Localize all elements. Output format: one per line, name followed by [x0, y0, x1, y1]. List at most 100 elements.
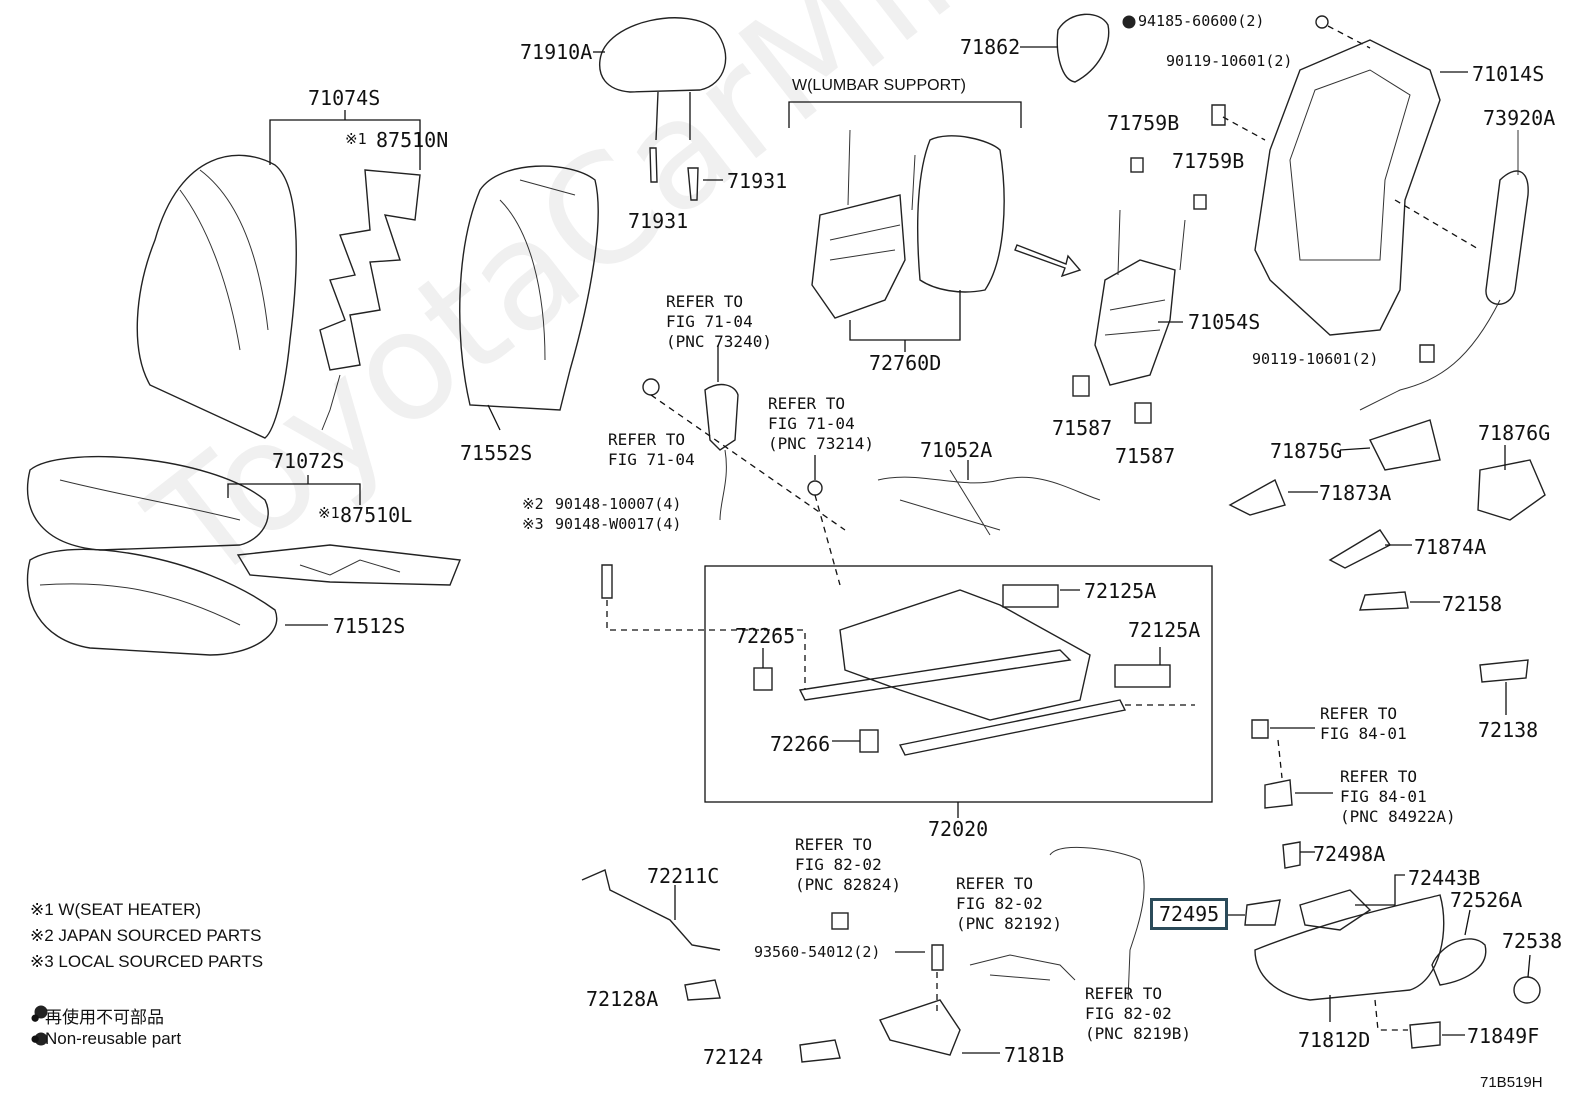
cover-72124-part — [799, 1039, 841, 1063]
label-90148-10007: 90148-10007(4) — [555, 495, 682, 513]
recliner-cover-part — [1228, 419, 1546, 715]
cover-72128a-part — [684, 979, 721, 1001]
diagram-code: 71B519H — [1480, 1074, 1543, 1091]
cover-71849f-part — [1409, 1021, 1441, 1049]
label-72266: 72266 — [770, 732, 831, 756]
label-72138: 72138 — [1478, 718, 1539, 742]
label-90119-upper: 90119-10601(2) — [1166, 52, 1293, 70]
label-72265: 72265 — [735, 624, 796, 648]
clip-71587-part — [1134, 402, 1152, 424]
label-87510N: 87510N — [376, 128, 449, 152]
cover-71862-part — [1020, 13, 1110, 83]
label-71931-left: 71931 — [628, 209, 689, 233]
label-72495-highlighted[interactable]: 72495 — [1150, 898, 1229, 930]
label-72124: 72124 — [703, 1045, 764, 1069]
label-71873A: 71873A — [1319, 481, 1392, 505]
label-72020: 72020 — [928, 817, 989, 841]
cushion-cover-part — [26, 455, 361, 551]
label-71862: 71862 — [960, 35, 1021, 59]
label-7181B: 7181B — [1004, 1043, 1065, 1067]
legend-nonreusable-jp: ● 再使用不可部品 — [30, 1008, 164, 1027]
harness-82192-part — [969, 954, 1076, 981]
legend-note-3: ※3 LOCAL SOURCED PARTS — [30, 952, 264, 971]
label-71512S: 71512S — [333, 614, 406, 638]
lumbar-frame-part — [1094, 209, 1186, 386]
label-71552S: 71552S — [460, 441, 533, 465]
nonreusable-dot-icon — [1122, 15, 1136, 29]
headrest-part — [593, 17, 727, 141]
track-cover-part — [859, 729, 879, 753]
label-90119-lower: 90119-10601(2) — [1252, 350, 1379, 368]
legend-note-2: ※2 JAPAN SOURCED PARTS — [30, 926, 262, 945]
legend-dot-icon — [34, 1032, 48, 1046]
harness-8219b-part — [1049, 846, 1145, 1001]
label-73920A: 73920A — [1483, 106, 1556, 130]
headrest-guide-part — [649, 147, 723, 201]
rod-72211c-part — [581, 869, 721, 951]
label-71849F: 71849F — [1467, 1024, 1540, 1048]
label-71812D: 71812D — [1298, 1028, 1371, 1052]
track-cover-part — [1114, 664, 1171, 688]
ref-fig84-01-a: REFER TO FIG 84-01 — [1320, 704, 1407, 743]
label-72538: 72538 — [1502, 929, 1563, 953]
knob-72443b-part — [1299, 889, 1372, 931]
label-71052A: 71052A — [920, 438, 993, 462]
label-71875G: 71875G — [1270, 439, 1343, 463]
ref-fig84-01-b: REFER TO FIG 84-01 (PNC 84922A) — [1340, 767, 1456, 826]
label-72760D: 72760D — [869, 351, 942, 375]
seatback-cover-part — [136, 110, 421, 439]
clip-71759b-part — [1130, 157, 1144, 173]
label-71759B-b: 71759B — [1172, 149, 1245, 173]
ref-fig82-02-82824: REFER TO FIG 82-02 (PNC 82824) — [795, 835, 901, 894]
lumbar-group-bracket — [788, 101, 1022, 128]
seatback-pad-part — [459, 165, 599, 431]
mark-3: ※3 — [522, 515, 544, 533]
label-71014S: 71014S — [1472, 62, 1545, 86]
label-72498A: 72498A — [1313, 842, 1386, 866]
label-71587-b: 71587 — [1115, 444, 1176, 468]
label-90148-W0017: 90148-W0017(4) — [555, 515, 682, 533]
mark-1b: ※1 — [318, 504, 340, 522]
ref-fig71-04-73214: REFER TO FIG 71-04 (PNC 73214) — [768, 394, 874, 453]
ref-fig82-02-8219B: REFER TO FIG 82-02 (PNC 8219B) — [1085, 984, 1191, 1043]
label-71876G: 71876G — [1478, 421, 1551, 445]
label-71074S: 71074S — [308, 86, 381, 110]
bolt-clip-part — [1251, 719, 1333, 809]
legend-note-1: ※1 W(SEAT HEATER) — [30, 900, 202, 919]
track-cover-part — [753, 667, 773, 691]
ref-fig82-02-82192: REFER TO FIG 82-02 (PNC 82192) — [956, 874, 1062, 933]
ref-fig71-04: REFER TO FIG 71-04 — [608, 430, 695, 469]
cushion-pad-part — [26, 548, 328, 656]
label-72526A: 72526A — [1450, 888, 1523, 912]
bracket-7181b-part — [879, 999, 961, 1056]
label-72158: 72158 — [1442, 592, 1503, 616]
knob-72526a-part — [1431, 938, 1487, 986]
connector-82824-part — [831, 912, 849, 930]
label-94185: 94185-60600(2) — [1138, 12, 1265, 30]
seat-track-part — [798, 589, 1127, 756]
label-72125A-a: 72125A — [1084, 579, 1157, 603]
seat-wire-harness-part — [877, 460, 1101, 536]
label-71759B-a: 71759B — [1107, 111, 1180, 135]
track-cover-part — [1002, 584, 1059, 608]
knob-72495-part — [1244, 899, 1281, 926]
label-71072S: 71072S — [272, 449, 345, 473]
legend-dot-icon — [34, 1005, 48, 1019]
label-71054S: 71054S — [1188, 310, 1261, 334]
label-93560: 93560-54012(2) — [754, 943, 881, 961]
seat-side-airbag-part — [1359, 130, 1529, 411]
label-71874A: 71874A — [1414, 535, 1487, 559]
clip-71759b-part — [1193, 194, 1207, 210]
label-72128A: 72128A — [586, 987, 659, 1011]
label-72125A-b: 72125A — [1128, 618, 1201, 642]
label-71931-right: 71931 — [727, 169, 788, 193]
knob-72538-part — [1513, 976, 1541, 1004]
cushion-heater-part — [236, 544, 461, 586]
label-71910A: 71910A — [520, 40, 593, 64]
assembly-arrow-icon — [1014, 244, 1082, 278]
seat-shield-part — [1254, 894, 1445, 1001]
label-71587-a: 71587 — [1052, 416, 1113, 440]
lumbar-support-part — [811, 129, 1005, 352]
